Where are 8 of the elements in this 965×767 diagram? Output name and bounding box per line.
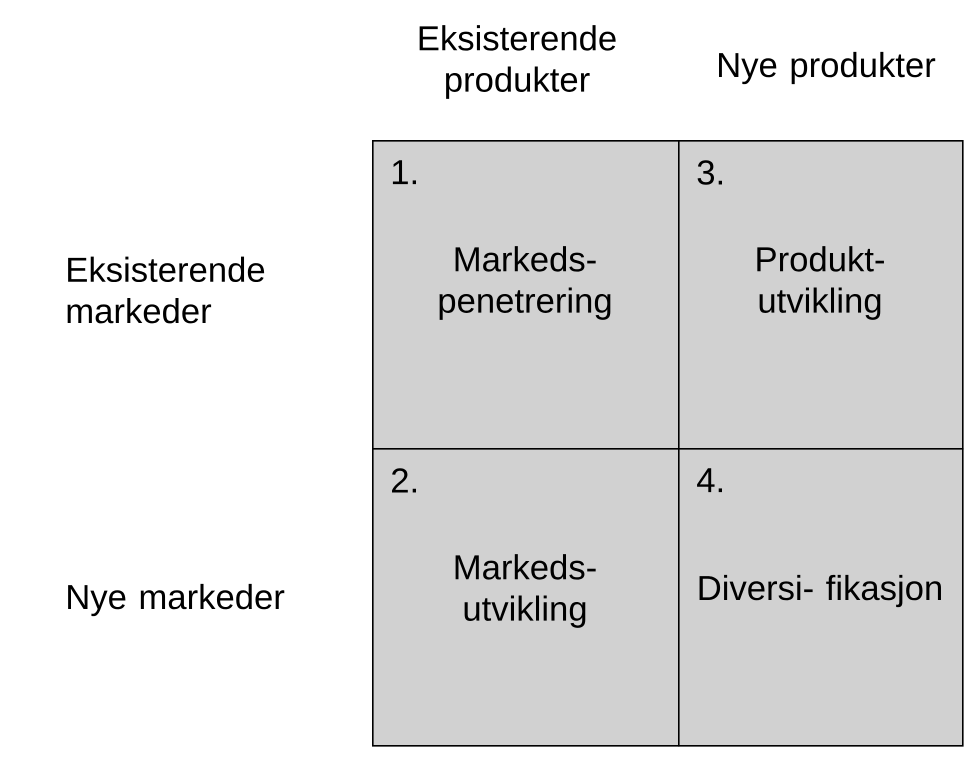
matrix-cell: 2. Markeds- utvikling — [372, 448, 680, 747]
matrix-cell: 1. Markeds- penetrering — [372, 140, 680, 450]
axis-label: Eksisterende produkter — [420, 25, 616, 99]
axis-label: Nye produkter — [719, 52, 936, 84]
axis-label: Eksisterende markeder — [68, 256, 264, 324]
axis-label: Nye markeder — [68, 584, 284, 616]
matrix-cell: 4. Diversi- fikasjon — [678, 448, 964, 747]
matrix-cell: 3. Produkt- utvikling — [678, 140, 964, 450]
